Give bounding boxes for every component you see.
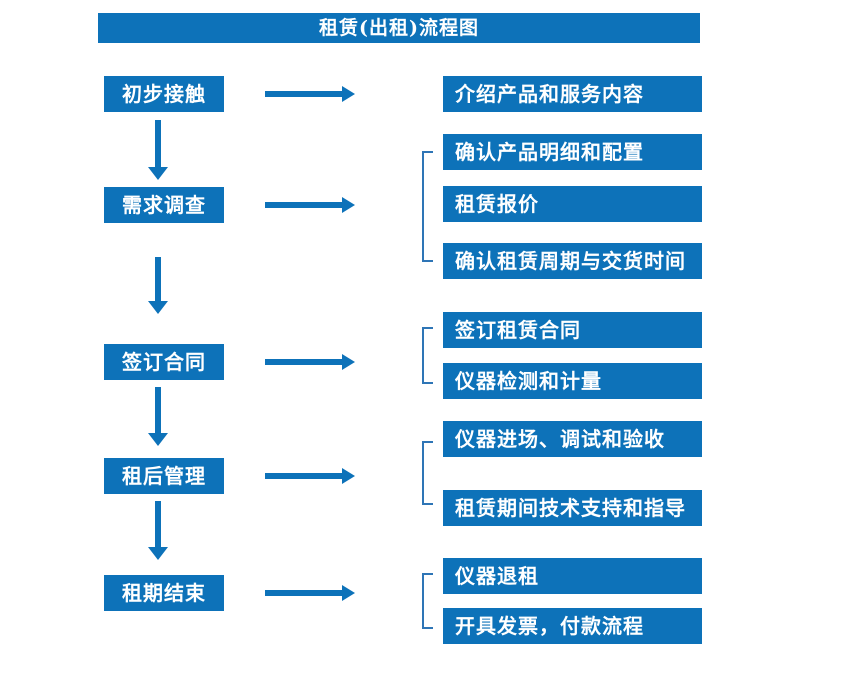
arrow-shaft (155, 387, 161, 433)
output-box-invoice-payment: 开具发票，付款流程 (443, 608, 702, 644)
output-box-tech-support: 租赁期间技术支持和指导 (443, 490, 702, 526)
arrow-shaft (265, 202, 343, 208)
step-box-rental-end: 租期结束 (104, 575, 224, 611)
output-box-confirm-product-details: 确认产品明细和配置 (443, 134, 702, 170)
arrow-down-icon (148, 501, 168, 560)
arrow-right-icon (265, 196, 355, 214)
arrow-shaft (265, 473, 343, 479)
arrow-shaft (155, 501, 161, 547)
group-bracket (422, 573, 433, 629)
arrow-head (148, 433, 168, 446)
arrow-right-icon (265, 353, 355, 371)
page-title: 租赁(出租)流程图 (98, 13, 700, 43)
arrow-right-icon (265, 467, 355, 485)
arrow-down-icon (148, 257, 168, 314)
arrow-head (148, 301, 168, 314)
arrow-shaft (265, 359, 343, 365)
output-box-introduce-products: 介绍产品和服务内容 (443, 76, 702, 112)
arrow-head (342, 86, 355, 102)
step-box-sign-contract: 签订合同 (104, 344, 224, 380)
arrow-down-icon (148, 120, 168, 180)
arrow-shaft (155, 257, 161, 301)
arrow-shaft (265, 91, 343, 97)
arrow-right-icon (265, 584, 355, 602)
output-box-instrument-testing: 仪器检测和计量 (443, 363, 702, 399)
arrow-right-icon (265, 85, 355, 103)
arrow-head (342, 585, 355, 601)
arrow-down-icon (148, 387, 168, 446)
arrow-shaft (155, 120, 161, 167)
step-box-needs-survey: 需求调查 (104, 187, 224, 223)
arrow-head (342, 354, 355, 370)
output-box-confirm-rental-period: 确认租赁周期与交货时间 (443, 243, 702, 279)
group-bracket (422, 327, 433, 384)
step-box-initial-contact: 初步接触 (104, 76, 224, 112)
arrow-head (148, 167, 168, 180)
arrow-head (342, 197, 355, 213)
group-bracket (422, 151, 433, 262)
output-box-instrument-entry-acceptance: 仪器进场、调试和验收 (443, 421, 702, 457)
arrow-shaft (265, 590, 343, 596)
output-box-rental-quote: 租赁报价 (443, 186, 702, 222)
group-bracket (422, 441, 433, 505)
output-box-sign-rental-contract: 签订租赁合同 (443, 312, 702, 348)
arrow-head (342, 468, 355, 484)
output-box-instrument-return: 仪器退租 (443, 558, 702, 594)
step-box-post-rental-management: 租后管理 (104, 458, 224, 494)
arrow-head (148, 547, 168, 560)
